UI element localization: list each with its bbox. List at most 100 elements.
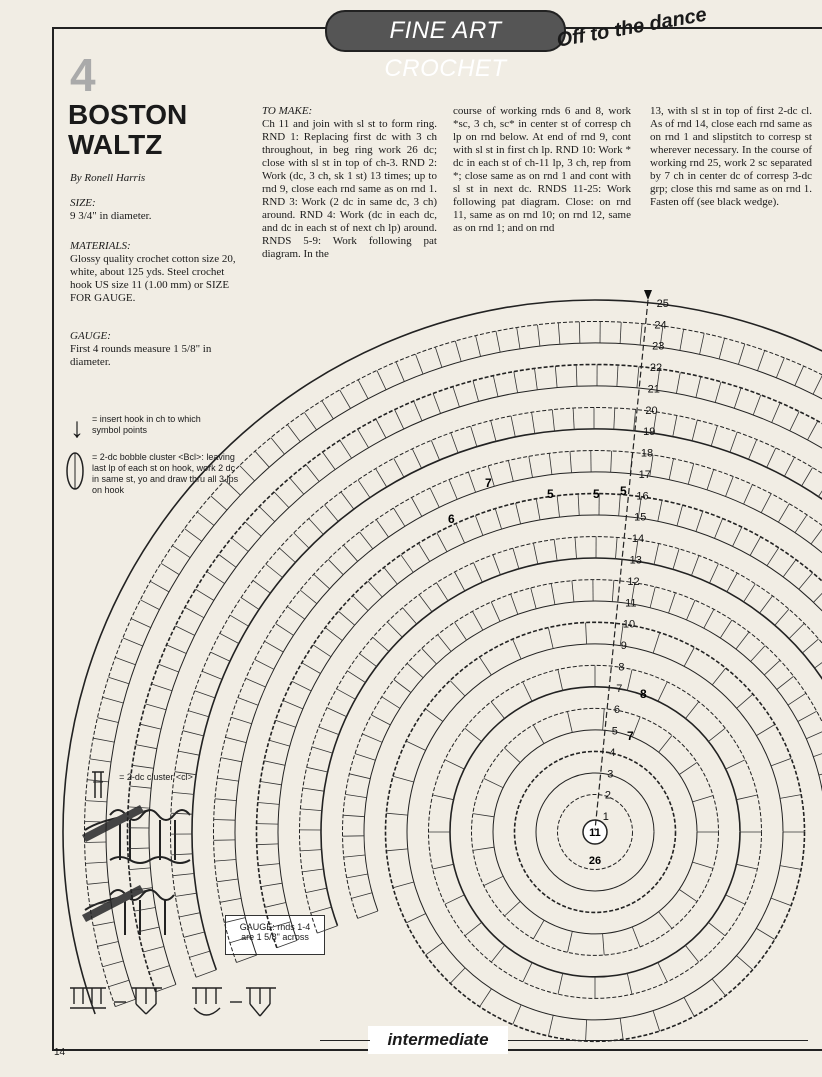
stitch-post [393,507,406,527]
round-label: 22 [650,362,662,374]
stitch-post [256,823,279,825]
stitch-post [631,716,641,738]
stitch-post [512,639,522,660]
round-label: 7 [616,683,622,695]
stitch-post [359,531,374,550]
stitch-post [732,526,743,547]
stitch-post [679,329,684,351]
round-16-ring [255,492,822,949]
stitch-post [613,407,616,430]
stitch-post [436,582,449,602]
round-7-ring [449,686,741,978]
stitch-post [432,863,454,870]
stitch-post [182,730,204,737]
stitch-post [400,554,414,573]
stitch-post [244,521,262,537]
stitch-post [265,563,283,578]
stitch-post [402,607,417,625]
stitch-post [84,841,107,843]
stitch-post [359,653,377,667]
stitch-post [473,562,483,583]
round-label: 4 [609,747,615,759]
stitch-post [189,950,211,958]
stitch-post [495,331,501,353]
stitch-post [672,548,680,570]
round-21-ring [148,385,822,985]
stitch-post [537,324,541,347]
stitch-post [533,542,539,565]
stitch-post [102,696,124,704]
stitch-post [287,606,305,620]
stitch-post [778,503,790,523]
stitch-post [784,457,795,477]
round-6-ring [471,707,719,956]
stitch-post [779,865,802,870]
center-ring [582,819,608,845]
stitch-post [659,325,664,348]
stitch-post [652,1010,661,1032]
stitch-post [148,965,170,973]
stitch-post [649,586,656,608]
stitch-post [299,589,317,604]
round-19-ring [191,428,822,971]
stitch-post [752,394,762,416]
round-label: 19 [643,426,655,438]
stitch-post [468,471,476,493]
stitch-post [206,571,225,584]
stitch-post [510,593,519,615]
stitch-post [406,913,426,924]
stitch-post [691,555,700,576]
stitch-post [347,670,366,683]
stitch-post [93,737,115,743]
round-label: 17 [639,469,651,481]
round-label: 11 [625,597,636,609]
stitch-post [813,753,822,757]
stitch-post [494,508,502,530]
stitch-post [172,792,194,795]
stitch-post [89,758,112,763]
stitch-post [172,873,195,877]
stitch-post [530,587,537,609]
instructions-col1-text: Ch 11 and join with sl st to form ring. … [262,118,437,260]
stitch-post [709,563,719,584]
stitch-post [213,819,236,821]
stitch-post [127,847,150,850]
stitch-post [738,343,746,365]
stitch-post [528,456,533,478]
stitch-post [115,998,136,1007]
stitch-post [450,432,459,454]
stitch-post [93,921,115,927]
stitch-post [679,889,698,902]
stitch-post [175,892,197,897]
byline: By Ronell Harris [70,172,146,184]
stitch-post [229,614,249,627]
stitch-post [567,711,573,733]
title-line1: BOSTON [68,99,188,130]
stitch-post [393,679,412,693]
round-9-ring [406,643,784,1021]
stitch-post [357,910,379,919]
stitch-post [140,599,160,610]
stitch-post [649,454,654,477]
stitch-post [522,681,533,702]
stitch-post [810,528,822,545]
stitch-post [259,506,275,522]
stitch-post [306,766,328,773]
stitch-post [305,464,320,482]
stitch-post [531,412,536,434]
stitch-post [327,559,344,575]
stitch-post [145,703,167,711]
stitch-post [479,988,492,1008]
stitch-post [475,335,481,357]
stitch-post [300,849,322,852]
stitch-post [345,794,367,798]
stitch-post [311,746,333,754]
stitch-post [418,594,433,613]
stitch-post [219,633,239,644]
stitch-post [611,580,615,602]
stitch-post [683,647,695,667]
stitch-post [711,667,726,686]
stitch-post [695,376,702,398]
stitch-post [806,731,822,740]
